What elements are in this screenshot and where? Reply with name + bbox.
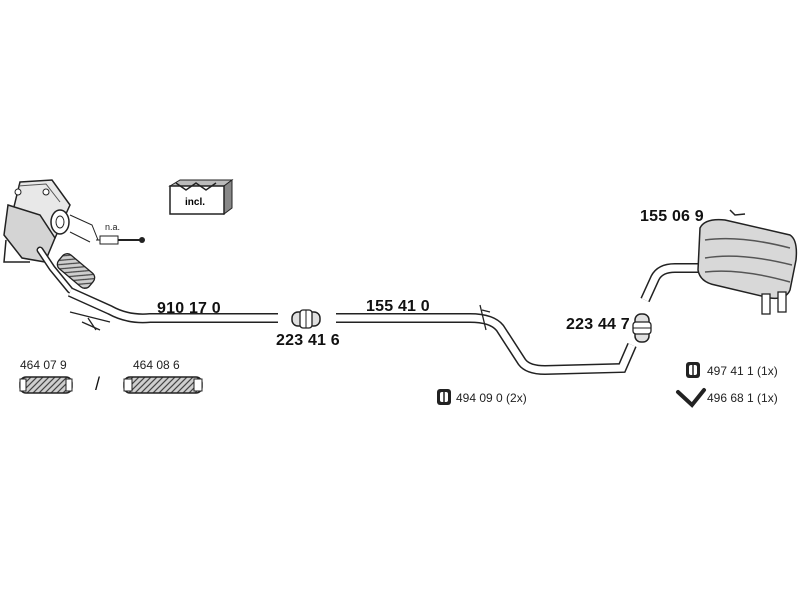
- rubber-mount-icon: [686, 362, 700, 378]
- hardware-item-3: 496 68 1 (1x): [707, 391, 778, 405]
- catalytic-converter[interactable]: [3, 179, 111, 331]
- flex-a-label: 464 07 9: [20, 358, 67, 372]
- alternative-separator: /: [95, 374, 101, 394]
- front-pipe[interactable]: [67, 287, 278, 324]
- middle-pipe-label: 155 41 0: [366, 298, 430, 315]
- incl-gasket-box: [168, 179, 234, 215]
- rubber-mount-icon: [437, 389, 451, 405]
- connector-clamp-rear[interactable]: [632, 313, 652, 343]
- front-pipe-label: 910 17 0: [157, 300, 221, 317]
- hardware-item-1: 494 09 0 (2x): [456, 391, 527, 405]
- hardware-item-2: 497 41 1 (1x): [707, 364, 778, 378]
- lambda-sensor-callout: [69, 214, 145, 245]
- flex-b-label: 464 08 6: [133, 358, 180, 372]
- flex-pipe-b[interactable]: [123, 376, 203, 394]
- flex-pipe-a[interactable]: [19, 376, 73, 394]
- incl-label: incl.: [185, 197, 206, 208]
- connector-clamp-front[interactable]: [291, 309, 321, 329]
- connector-rear-label: 223 44 7: [566, 316, 630, 333]
- na-label: n.a.: [105, 222, 121, 232]
- v-clamp-icon: [676, 388, 706, 408]
- rear-silencer-label: 155 06 9: [640, 208, 704, 225]
- connector-front-label: 223 41 6: [276, 332, 340, 349]
- rear-silencer[interactable]: [640, 209, 798, 315]
- middle-pipe[interactable]: [336, 304, 637, 376]
